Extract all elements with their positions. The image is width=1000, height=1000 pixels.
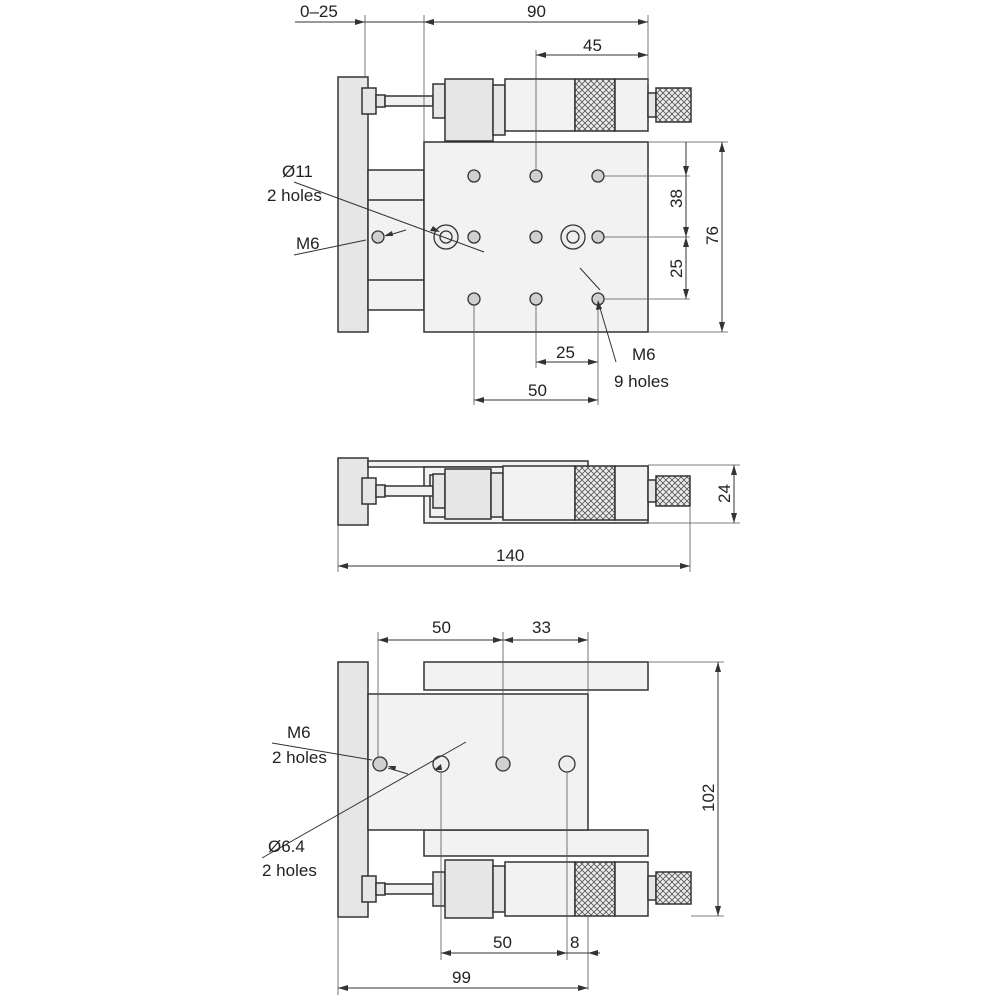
- dim-travel: 0–25: [300, 2, 338, 21]
- dim-8: 8: [570, 933, 579, 952]
- side-micrometer: [361, 465, 691, 521]
- dim-102: 102: [699, 784, 718, 812]
- top-micrometer: [361, 78, 692, 142]
- bottom-lower-rail: [423, 829, 649, 857]
- top-base-plate: [337, 76, 369, 333]
- dim-50-bottom: 50: [493, 933, 512, 952]
- bottom-upper-rail: [423, 661, 649, 691]
- dim-90: 90: [527, 2, 546, 21]
- dim-25-vertical: 25: [667, 259, 686, 278]
- dim-33: 33: [532, 618, 551, 637]
- callout-bottom-thread-count: 2 holes: [272, 748, 327, 767]
- dim-24: 24: [715, 484, 734, 503]
- bottom-view: 50 33 102 50 8 99 M6 2 holes Ø6.4 2 hol: [261, 618, 724, 995]
- dim-76: 76: [703, 226, 722, 245]
- top-m6-holes: [467, 169, 605, 306]
- dim-25-horizontal: 25: [556, 343, 575, 362]
- top-bore-holes: [433, 224, 586, 250]
- top-view: 0–25 90 45 38 25 76 25 50 Ø11 2 holes M6…: [267, 2, 728, 405]
- side-view: 24 140: [337, 457, 740, 572]
- callout-bore-size: Ø11: [282, 162, 313, 181]
- dim-38: 38: [667, 189, 686, 208]
- callout-bottom-thread: M6: [287, 723, 311, 742]
- callout-side-thread: M6: [296, 234, 320, 253]
- bottom-plate: [367, 693, 589, 831]
- bottom-micrometer: [361, 859, 692, 919]
- dim-50: 50: [528, 381, 547, 400]
- callout-bottom-bore-size: Ø6.4: [268, 837, 305, 856]
- callout-top-thread-count: 9 holes: [614, 372, 669, 391]
- callout-top-thread: M6: [632, 345, 656, 364]
- dim-99: 99: [452, 968, 471, 987]
- dim-50-top: 50: [432, 618, 451, 637]
- callout-bottom-bore-count: 2 holes: [262, 861, 317, 880]
- top-side-m6-hole: [371, 230, 385, 244]
- dim-45: 45: [583, 36, 602, 55]
- dim-140: 140: [496, 546, 524, 565]
- callout-bore-count: 2 holes: [267, 186, 322, 205]
